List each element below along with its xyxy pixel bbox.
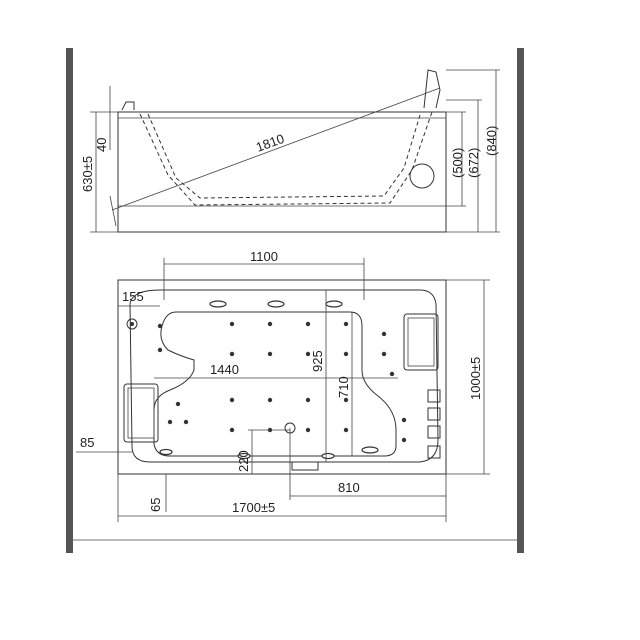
control-button-2 [427, 407, 441, 421]
width-total-label: 1000±5 [468, 357, 483, 400]
right-headrest [423, 69, 441, 109]
oval-jet-4 [361, 446, 379, 454]
jet-dot [343, 427, 349, 433]
jet-dot [401, 417, 407, 423]
jet-dot [267, 321, 273, 327]
top-view: 1100 155 1440 925 710 1000±5 85 220 810 … [76, 249, 490, 522]
left-border-bar [66, 48, 73, 553]
jet-dot [343, 351, 349, 357]
depth-672-label: (672) [466, 148, 481, 178]
side-view-interior-profile [139, 111, 433, 206]
jet-dot [343, 321, 349, 327]
jet-dot [229, 397, 235, 403]
side-view-interior-profile-2 [147, 113, 421, 199]
oval-jet-2 [267, 300, 285, 308]
inner-length-label: 1440 [210, 362, 239, 377]
inner-width-label: 1100 [250, 249, 278, 264]
side-control-disc [409, 163, 435, 189]
side-view-body [117, 111, 447, 233]
left-headrest [121, 101, 135, 111]
jet-dot [229, 351, 235, 357]
jet-dot [183, 419, 189, 425]
jet-dot [229, 321, 235, 327]
jet-dot [157, 323, 163, 329]
top-left-knob-center [130, 322, 134, 326]
jet-dot [401, 437, 407, 443]
oval-jet-5 [237, 452, 251, 460]
right-pillow [403, 313, 439, 371]
jet-dot [381, 351, 387, 357]
left-pillow-inner [127, 387, 155, 439]
jet-dot [175, 401, 181, 407]
offset-65-label: 65 [148, 498, 163, 512]
diagonal-ext-left [109, 195, 117, 227]
depth-840-label: (840) [484, 126, 499, 156]
right-pillow-inner [407, 317, 435, 367]
jet-dot [343, 397, 349, 403]
depth-500-label: (500) [450, 148, 465, 178]
left-pillow [123, 383, 159, 443]
control-button-3 [427, 425, 441, 439]
top-left-knob [126, 318, 138, 330]
oval-jet-3 [325, 300, 343, 308]
jet-dot [157, 347, 163, 353]
oval-jet-7 [159, 448, 173, 456]
overflow-plate [291, 461, 319, 471]
inner-depth-710-label: 710 [336, 376, 351, 398]
rim-dim-label: 40 [94, 138, 109, 152]
jet-dot [167, 419, 173, 425]
jet-dot [229, 427, 235, 433]
jet-dot [267, 397, 273, 403]
jet-dot [305, 321, 311, 327]
top-view-basin-outer [129, 289, 439, 463]
control-button-1 [427, 389, 441, 403]
body-jets [157, 321, 407, 443]
edge-85-label: 85 [80, 435, 94, 450]
top-view-seat-shape [153, 311, 397, 457]
jet-dot [381, 331, 387, 337]
side-view: 1810 630±5 40 (500) (672) (840) [80, 69, 500, 233]
top-view-outer [117, 279, 447, 475]
length-total-label: 1700±5 [232, 500, 275, 515]
drain-220-label: 220 [236, 450, 251, 472]
oval-jet-1 [209, 300, 227, 308]
jet-dot [305, 427, 311, 433]
jet-dot [267, 351, 273, 357]
control-button-4 [427, 445, 441, 459]
height-total-label: 630±5 [80, 156, 95, 192]
jet-dot [389, 371, 395, 377]
diagonal-dimension-line [111, 87, 441, 211]
jet-dot [305, 351, 311, 357]
inner-depth-925-label: 925 [310, 350, 325, 372]
oval-jet-6 [321, 452, 335, 460]
drain-810-label: 810 [338, 480, 360, 495]
corner-label: 155 [122, 289, 144, 304]
jet-dot [305, 397, 311, 403]
right-border-bar [517, 48, 524, 553]
